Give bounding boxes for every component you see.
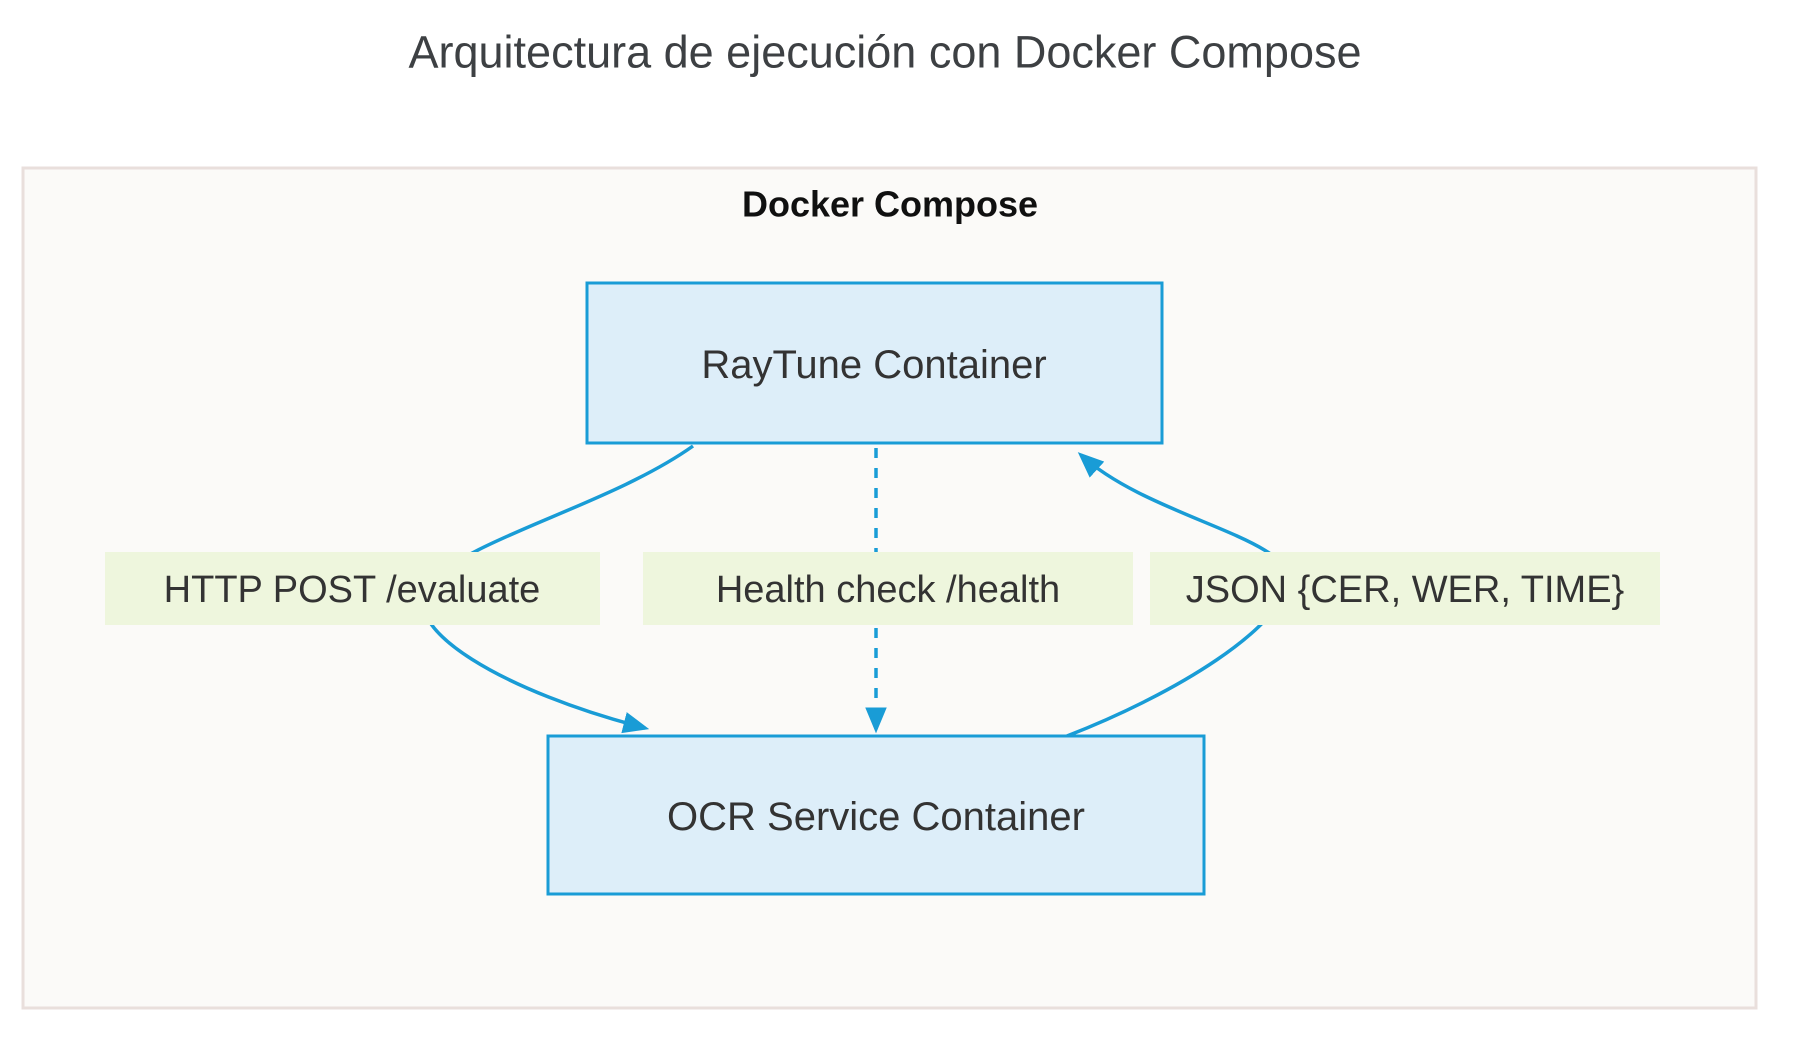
edge-label-http-post-text: HTTP POST /evaluate [164,569,541,611]
node-raytune-box [585,281,1164,445]
node-ocr-label: OCR Service Container [667,795,1085,839]
edge-label-health-check-bg [643,552,1133,625]
edge-label-http-post-bg [105,552,600,625]
subgraph-docker-compose-label: Docker Compose [742,184,1038,225]
edge-label-json-result-text: JSON {CER, WER, TIME} [1186,569,1624,611]
node-ocr: OCR Service Container [546,734,1206,896]
edge-label-health-check: Health check /health [643,552,1133,625]
edge-label-json-result: JSON {CER, WER, TIME} [1150,552,1660,625]
edge-label-json-result-bg [1150,552,1660,625]
node-raytune-label: RayTune Container [701,343,1046,387]
diagram-title: Arquitectura de ejecución con Docker Com… [409,27,1362,78]
node-raytune: RayTune Container [585,281,1164,445]
edge-label-http-post: HTTP POST /evaluate [105,552,600,625]
edge-label-health-check-text: Health check /health [716,569,1060,611]
node-ocr-box [546,734,1206,896]
